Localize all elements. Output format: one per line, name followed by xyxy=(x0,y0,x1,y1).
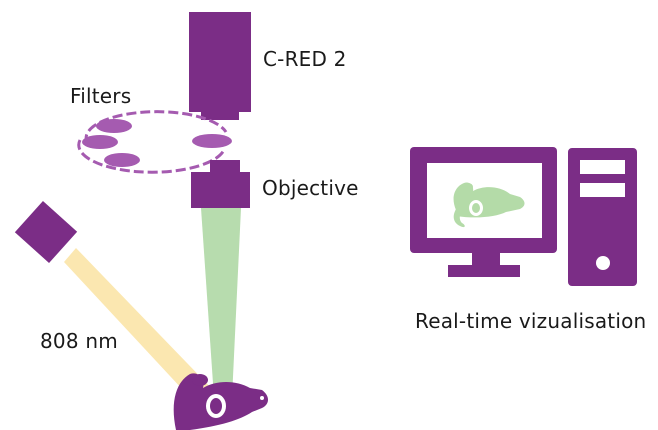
filter-wheel-icon xyxy=(77,110,232,174)
objective-icon xyxy=(191,160,250,208)
filters-label: Filters xyxy=(70,84,132,108)
mouse-icon xyxy=(173,373,268,430)
objective-label: Objective xyxy=(262,176,359,200)
camera-mount xyxy=(201,110,239,120)
emission-beam xyxy=(201,208,241,398)
laser-icon xyxy=(14,201,78,263)
computer-tower-icon xyxy=(568,148,637,286)
camera-label: C-RED 2 xyxy=(263,47,347,71)
visualisation-label: Real-time vizualisation xyxy=(415,309,647,333)
laser-beam xyxy=(64,248,215,404)
mouse-on-screen-icon xyxy=(453,182,525,228)
laser-wavelength-label: 808 nm xyxy=(40,329,118,353)
camera-icon xyxy=(189,12,251,112)
